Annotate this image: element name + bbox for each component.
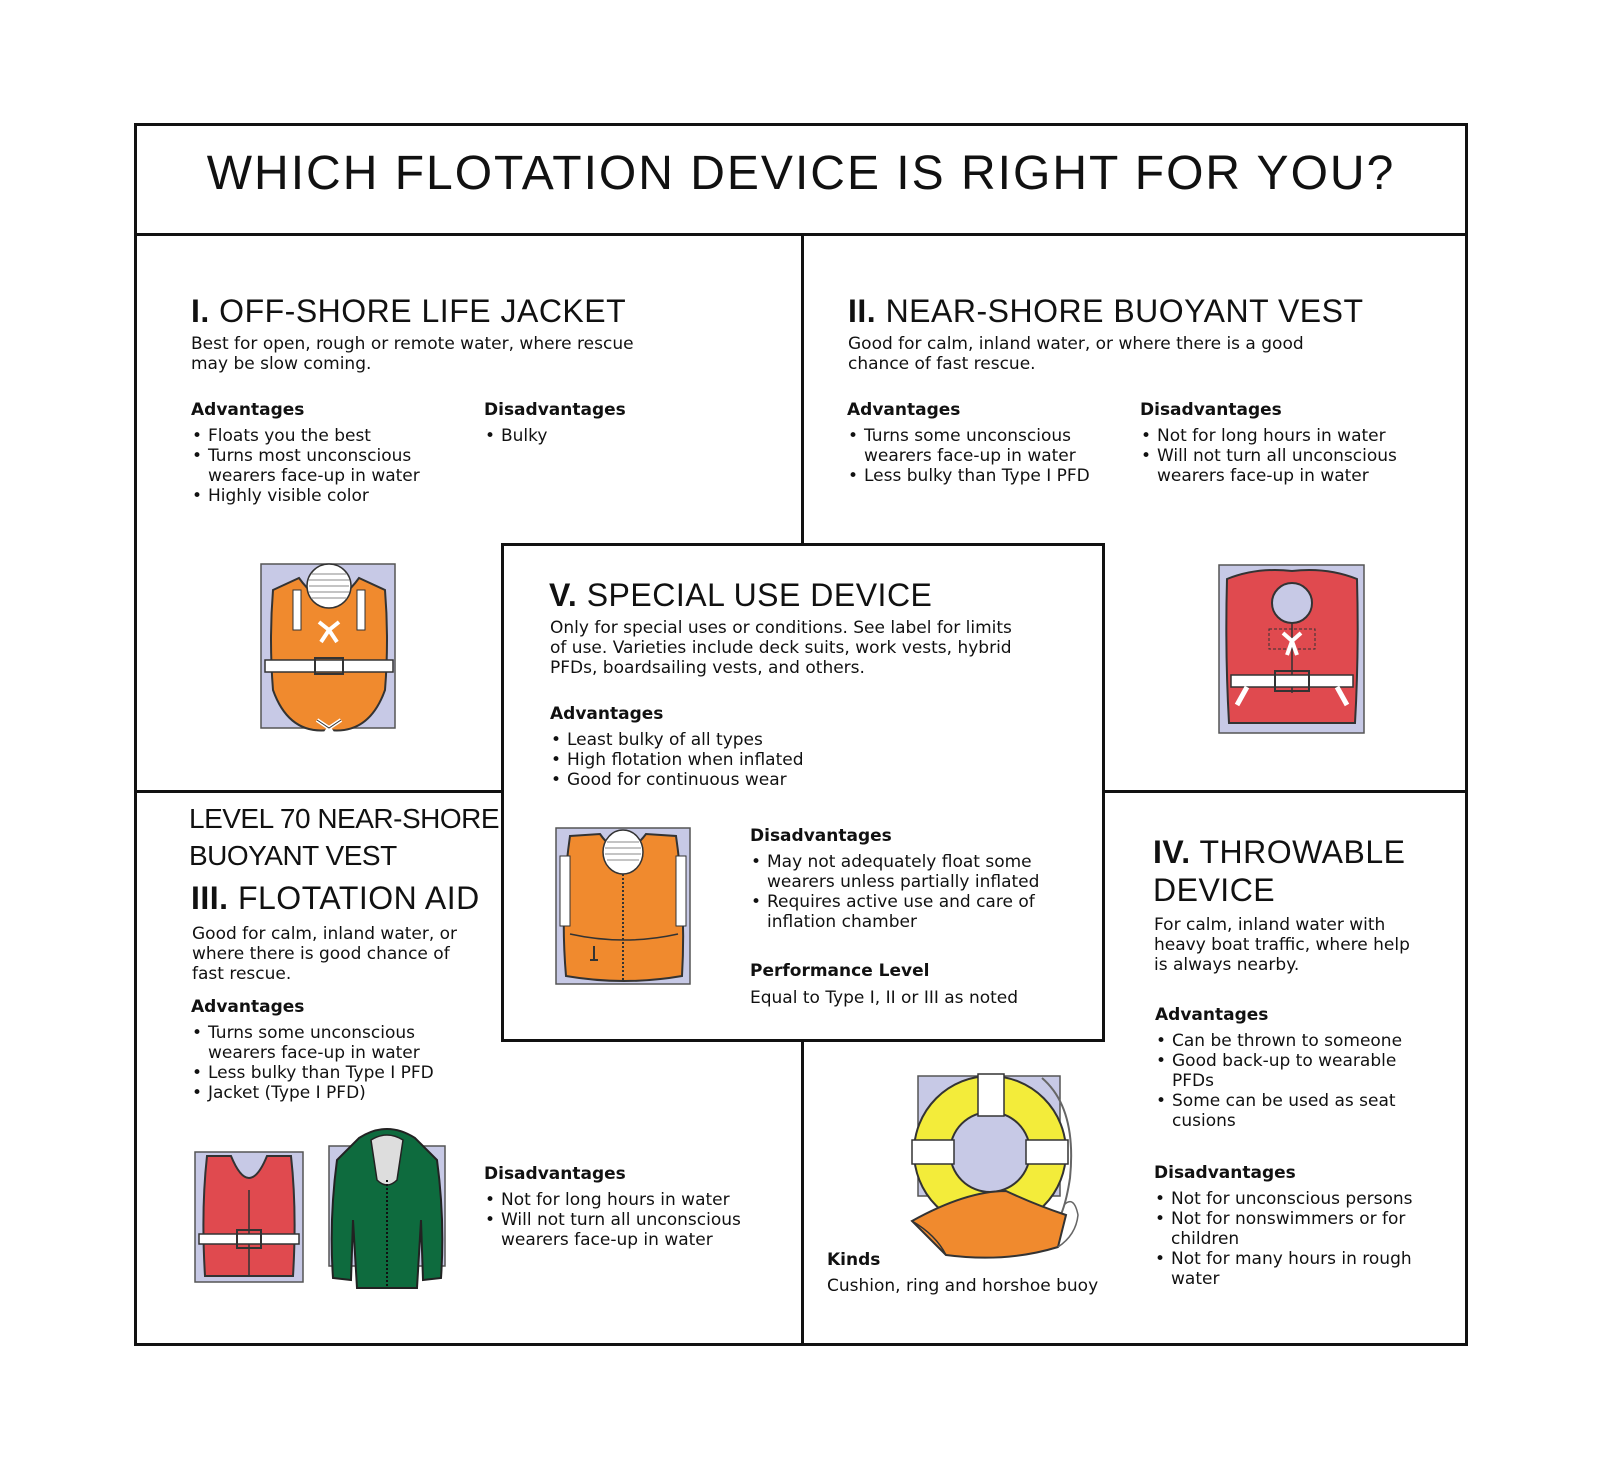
bottom-center-divider (801, 1042, 804, 1346)
section-4-numeral: IV. (1153, 834, 1191, 870)
list-item: Turns most unconscious wearers face-up i… (191, 446, 441, 486)
section-2-name: NEAR-SHORE BUOYANT VEST (885, 293, 1364, 329)
list-item: Bulky (484, 426, 744, 446)
section-1-advantages-list: Floats you the best Turns most unconscio… (191, 426, 441, 506)
list-item: Not for unconscious persons (1154, 1189, 1439, 1209)
list-item: Less bulky than Type I PFD (847, 466, 1117, 486)
section-5-disadvantages-label: Disadvantages (750, 826, 892, 846)
level-70-line: BUOYANT VEST (189, 840, 397, 871)
section-5-desc-line: of use. Varieties include deck suits, wo… (550, 638, 1012, 658)
section-4-disadvantages-label: Disadvantages (1154, 1163, 1296, 1183)
section-4-name: THROWABLE (1199, 834, 1406, 870)
section-5-desc-line: Only for special uses or conditions. See… (550, 618, 1012, 638)
list-item: Turns some unconscious wearers face-up i… (191, 1023, 451, 1063)
list-item: High flotation when inflated (550, 750, 870, 770)
list-item: Some can be used as seat cusions (1155, 1091, 1420, 1131)
section-1-title: I. OFF-SHORE LIFE JACKET (191, 292, 626, 330)
list-item: Will not turn all unconscious wearers fa… (484, 1210, 774, 1250)
section-2-desc-line: chance of fast rescue. (848, 354, 1036, 374)
section-4-desc-line: For calm, inland water with (1154, 915, 1386, 935)
section-4-kinds-text: Cushion, ring and horshoe buoy (827, 1276, 1099, 1296)
section-1-desc-line: Best for open, rough or remote water, wh… (191, 334, 634, 354)
section-4-disadvantages-list: Not for unconscious persons Not for nons… (1154, 1189, 1439, 1289)
section-4-kinds-label: Kinds (827, 1250, 881, 1270)
section-3-desc-line: Good for calm, inland water, or (192, 924, 458, 944)
section-2-desc-line: Good for calm, inland water, or where th… (848, 334, 1304, 354)
section-5-performance-label: Performance Level (750, 961, 930, 981)
section-4-desc-line: is always nearby. (1154, 955, 1300, 975)
list-item: Will not turn all unconscious wearers fa… (1140, 446, 1430, 486)
list-item: Not for nonswimmers or for children (1154, 1209, 1439, 1249)
list-item: Can be thrown to someone (1155, 1031, 1420, 1051)
offshore-life-jacket-icon (260, 563, 396, 742)
section-4-desc-line: heavy boat traffic, where help (1154, 935, 1410, 955)
section-3-advantages-label: Advantages (191, 997, 305, 1017)
list-item: Good for continuous wear (550, 770, 870, 790)
buoyant-vest-icon (1218, 564, 1365, 734)
list-item: May not adequately float some wearers un… (750, 852, 1060, 892)
section-3-desc-line: where there is good chance of (192, 944, 450, 964)
section-5-numeral: V. (549, 577, 578, 613)
section-2-disadvantages-list: Not for long hours in water Will not tur… (1140, 426, 1430, 486)
list-item: Highly visible color (191, 486, 441, 506)
ring-buoy-icon (911, 1073, 1073, 1229)
section-3-numeral: III. (191, 880, 229, 916)
right-middle-divider (1105, 790, 1468, 793)
list-item: Not for many hours in rough water (1154, 1249, 1439, 1289)
left-middle-divider (134, 790, 501, 793)
section-2-numeral: II. (848, 293, 877, 329)
level-70-line: LEVEL 70 NEAR-SHORE (189, 803, 500, 834)
cushion-icon (910, 1189, 1079, 1259)
list-item: Requires active use and care of inflatio… (750, 892, 1060, 932)
section-5-title: V. SPECIAL USE DEVICE (549, 576, 932, 614)
section-3-disadvantages-label: Disadvantages (484, 1164, 626, 1184)
list-item: Turns some unconscious wearers face-up i… (847, 426, 1117, 466)
section-2-title: II. NEAR-SHORE BUOYANT VEST (848, 292, 1364, 330)
section-3-desc-line: fast rescue. (192, 964, 292, 984)
section-4-name-line2: DEVICE (1153, 872, 1276, 908)
section-2-disadvantages-label: Disadvantages (1140, 400, 1282, 420)
top-center-divider (801, 233, 804, 543)
page-title: WHICH FLOTATION DEVICE IS RIGHT FOR YOU? (206, 147, 1396, 200)
list-item: Floats you the best (191, 426, 441, 446)
section-5-advantages-label: Advantages (550, 704, 664, 724)
section-3-description: Good for calm, inland water, or where th… (192, 924, 457, 984)
section-4-advantages-list: Can be thrown to someone Good back-up to… (1155, 1031, 1420, 1131)
list-item: Less bulky than Type I PFD (191, 1063, 451, 1083)
section-3-disadvantages-list: Not for long hours in water Will not tur… (484, 1190, 774, 1250)
list-item: Jacket (Type I PFD) (191, 1083, 451, 1103)
section-2-description: Good for calm, inland water, or where th… (848, 334, 1304, 374)
section-4-title: IV. THROWABLE DEVICE (1153, 833, 1406, 909)
section-5-disadvantages-list: May not adequately float some wearers un… (750, 852, 1060, 932)
flotation-aid-vest-icon (194, 1151, 304, 1283)
list-item: Not for long hours in water (1140, 426, 1430, 446)
section-3-title: III. FLOTATION AID (191, 879, 480, 917)
section-5-name: SPECIAL USE DEVICE (586, 577, 933, 613)
section-5-performance-text: Equal to Type I, II or III as noted (750, 988, 1019, 1008)
section-2-advantages-label: Advantages (847, 400, 961, 420)
section-4-advantages-label: Advantages (1155, 1005, 1269, 1025)
section-2-advantages-list: Turns some unconscious wearers face-up i… (847, 426, 1117, 486)
level-70-label: LEVEL 70 NEAR-SHORE BUOYANT VEST (189, 800, 500, 874)
flotation-jacket-icon (328, 1128, 446, 1289)
section-1-name: OFF-SHORE LIFE JACKET (219, 293, 627, 329)
section-3-advantages-list: Turns some unconscious wearers face-up i… (191, 1023, 451, 1103)
section-1-disadvantages-label: Disadvantages (484, 400, 626, 420)
list-item: Not for long hours in water (484, 1190, 774, 1210)
section-4-description: For calm, inland water with heavy boat t… (1154, 915, 1410, 975)
section-5-advantages-list: Least bulky of all types High flotation … (550, 730, 870, 790)
section-1-numeral: I. (191, 293, 210, 329)
section-1-advantages-label: Advantages (191, 400, 305, 420)
list-item: Least bulky of all types (550, 730, 870, 750)
section-1-disadvantages-list: Bulky (484, 426, 744, 446)
section-5-description: Only for special uses or conditions. See… (550, 618, 1012, 678)
list-item: Good back-up to wearable PFDs (1155, 1051, 1420, 1091)
inflatable-vest-icon (555, 827, 691, 985)
section-1-desc-line: may be slow coming. (191, 354, 372, 374)
section-5-desc-line: PFDs, boardsailing vests, and others. (550, 658, 865, 678)
section-3-name: FLOTATION AID (237, 880, 480, 916)
section-1-description: Best for open, rough or remote water, wh… (191, 334, 634, 374)
